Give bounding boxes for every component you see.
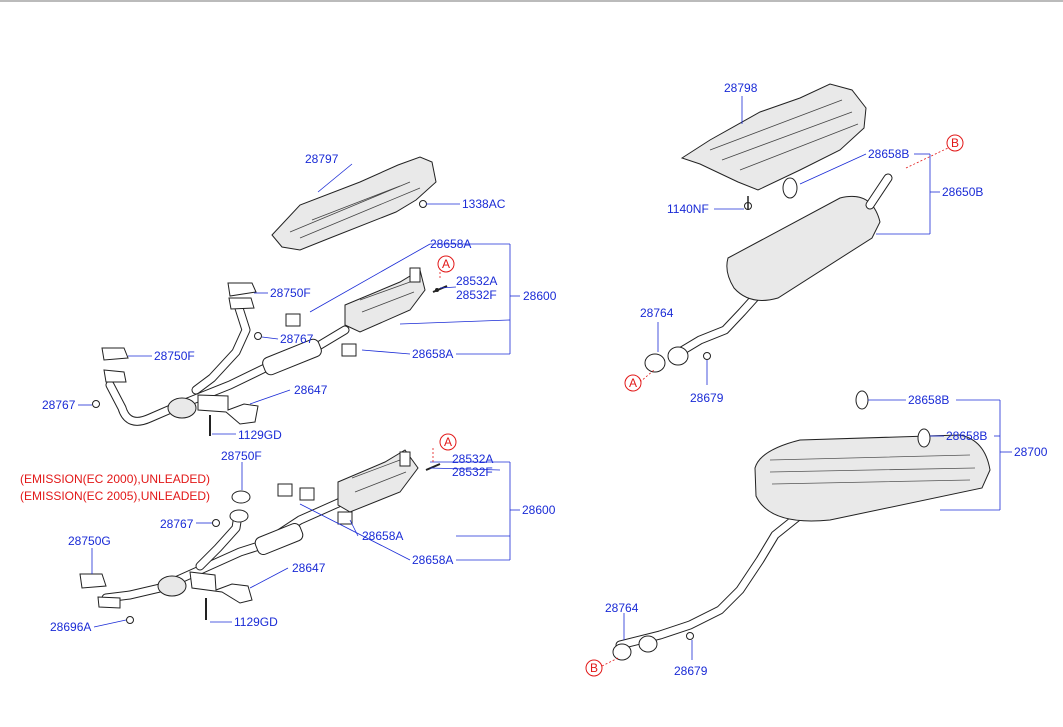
label-1129gd-2[interactable]: 1129GD	[234, 615, 278, 629]
ref-marker-a-right: A	[624, 374, 642, 392]
emission-note-ec2005: (EMISSION(EC 2005),UNLEADED)	[20, 489, 210, 503]
heat-shield-rear	[680, 83, 867, 191]
label-28767-1[interactable]: 28767	[280, 332, 314, 346]
label-28764-2[interactable]: 28764	[605, 601, 639, 615]
label-28696a[interactable]: 28696A	[50, 620, 91, 634]
center-muffler	[644, 173, 893, 373]
label-28658a-3[interactable]: 28658A	[362, 529, 403, 543]
label-28764-1[interactable]: 28764	[640, 306, 674, 320]
label-28650b[interactable]: 28650B	[942, 185, 983, 199]
part-labels: 28797 1338AC 28658A 28532A 28532F 28600 …	[20, 81, 1048, 678]
svg-text:B: B	[590, 661, 598, 675]
label-1338ac[interactable]: 1338AC	[462, 197, 506, 211]
label-28532f-1[interactable]: 28532F	[456, 288, 497, 302]
label-28750f-2[interactable]: 28750F	[154, 349, 195, 363]
ref-marker-b-lower: B	[585, 659, 603, 677]
label-28700[interactable]: 28700	[1014, 445, 1048, 459]
svg-text:B: B	[951, 136, 959, 150]
catalytic-converter-upper	[344, 269, 426, 333]
label-28658a-4[interactable]: 28658A	[412, 553, 453, 567]
emission-note-ec2000: (EMISSION(EC 2000),UNLEADED)	[20, 472, 210, 486]
label-28647-2[interactable]: 28647	[292, 561, 326, 575]
label-28679-1[interactable]: 28679	[690, 391, 724, 405]
label-28767-3[interactable]: 28767	[160, 517, 194, 531]
label-28750g[interactable]: 28750G	[68, 534, 111, 548]
label-28532a-1[interactable]: 28532A	[456, 274, 497, 288]
svg-text:A: A	[444, 435, 452, 449]
ref-marker-a-upper: A	[437, 255, 455, 273]
leader-lines	[78, 96, 1012, 667]
svg-text:A: A	[442, 257, 450, 271]
label-28658b-1[interactable]: 28658B	[868, 147, 909, 161]
label-28532f-2[interactable]: 28532F	[452, 465, 493, 479]
front-pipe-upper	[105, 300, 350, 426]
bolt-1140nf	[744, 196, 752, 210]
label-28658b-2[interactable]: 28658B	[908, 393, 949, 407]
label-28797[interactable]: 28797	[305, 152, 339, 166]
ref-marker-b-upper: B	[946, 134, 964, 152]
label-28532a-2[interactable]: 28532A	[452, 452, 493, 466]
label-28767-2[interactable]: 28767	[42, 398, 76, 412]
svg-text:A: A	[629, 376, 637, 390]
label-28600-2[interactable]: 28600	[522, 503, 556, 517]
bolt-1338ac	[419, 200, 427, 208]
hangers-upper	[197, 267, 448, 436]
heat-shield-front	[271, 156, 437, 251]
label-28750f-1[interactable]: 28750F	[270, 286, 311, 300]
label-28679-2[interactable]: 28679	[674, 664, 708, 678]
catalytic-converter-lower	[337, 449, 419, 513]
ref-marker-a-lower: A	[439, 433, 457, 451]
label-28658a-2[interactable]: 28658A	[412, 347, 453, 361]
gaskets-lower	[79, 490, 251, 624]
label-28647-1[interactable]: 28647	[294, 383, 328, 397]
label-1140nf[interactable]: 1140NF	[667, 202, 709, 216]
label-28600-1[interactable]: 28600	[523, 289, 557, 303]
label-28658a-1[interactable]: 28658A	[430, 237, 471, 251]
gaskets-upper	[92, 282, 262, 408]
label-1129gd-1[interactable]: 1129GD	[238, 428, 282, 442]
hangers-lower	[189, 451, 441, 620]
label-28798[interactable]: 28798	[724, 81, 758, 95]
label-28658b-3[interactable]: 28658B	[946, 429, 987, 443]
rear-muffler	[612, 390, 991, 661]
label-28750f-3[interactable]: 28750F	[221, 449, 262, 463]
front-pipe-lower	[101, 495, 350, 603]
